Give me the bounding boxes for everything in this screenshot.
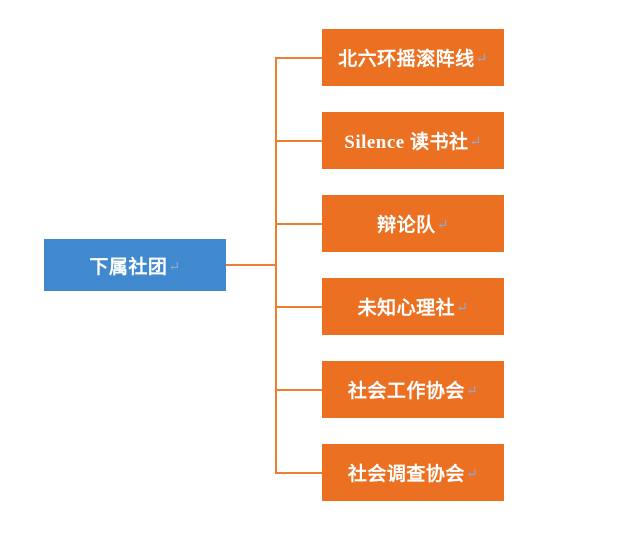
return-mark-icon: ↵ <box>469 135 482 150</box>
connector-stub-5 <box>275 389 322 391</box>
child-node-2[interactable]: Silence 读书社↵ <box>322 112 504 169</box>
child-node-1[interactable]: 北六环摇滚阵线↵ <box>322 29 504 86</box>
connector-stub-4 <box>275 306 322 308</box>
return-mark-icon: ↵ <box>465 467 479 482</box>
connector-root-to-trunk <box>226 264 276 266</box>
child-node-3-label: 辩论队 <box>377 215 436 236</box>
connector-trunk <box>275 57 277 474</box>
return-mark-icon: ↵ <box>436 218 449 233</box>
child-node-4[interactable]: 未知心理社↵ <box>322 278 504 335</box>
child-node-6[interactable]: 社会调查协会↵ <box>322 444 504 501</box>
return-mark-icon: ↵ <box>475 52 488 67</box>
connector-stub-1 <box>275 57 322 59</box>
child-node-4-label: 未知心理社 <box>357 298 456 319</box>
child-node-6-label: 社会调查协会 <box>347 464 465 485</box>
connector-stub-2 <box>275 140 322 142</box>
return-mark-icon: ↵ <box>168 259 181 275</box>
return-mark-icon: ↵ <box>456 301 469 316</box>
child-node-3[interactable]: 辩论队↵ <box>322 195 504 252</box>
root-node-xiashu-shetuan[interactable]: 下属社团↵ <box>44 239 226 291</box>
connector-stub-6 <box>275 472 322 474</box>
root-node-label: 下属社团 <box>89 256 168 278</box>
child-node-2-label: Silence 读书社 <box>344 132 469 153</box>
return-mark-icon: ↵ <box>465 384 479 399</box>
connector-stub-3 <box>275 223 322 225</box>
child-node-1-label: 北六环摇滚阵线 <box>338 49 475 70</box>
child-node-5[interactable]: 社会工作协会↵ <box>322 361 504 418</box>
child-node-5-label: 社会工作协会 <box>347 381 465 402</box>
